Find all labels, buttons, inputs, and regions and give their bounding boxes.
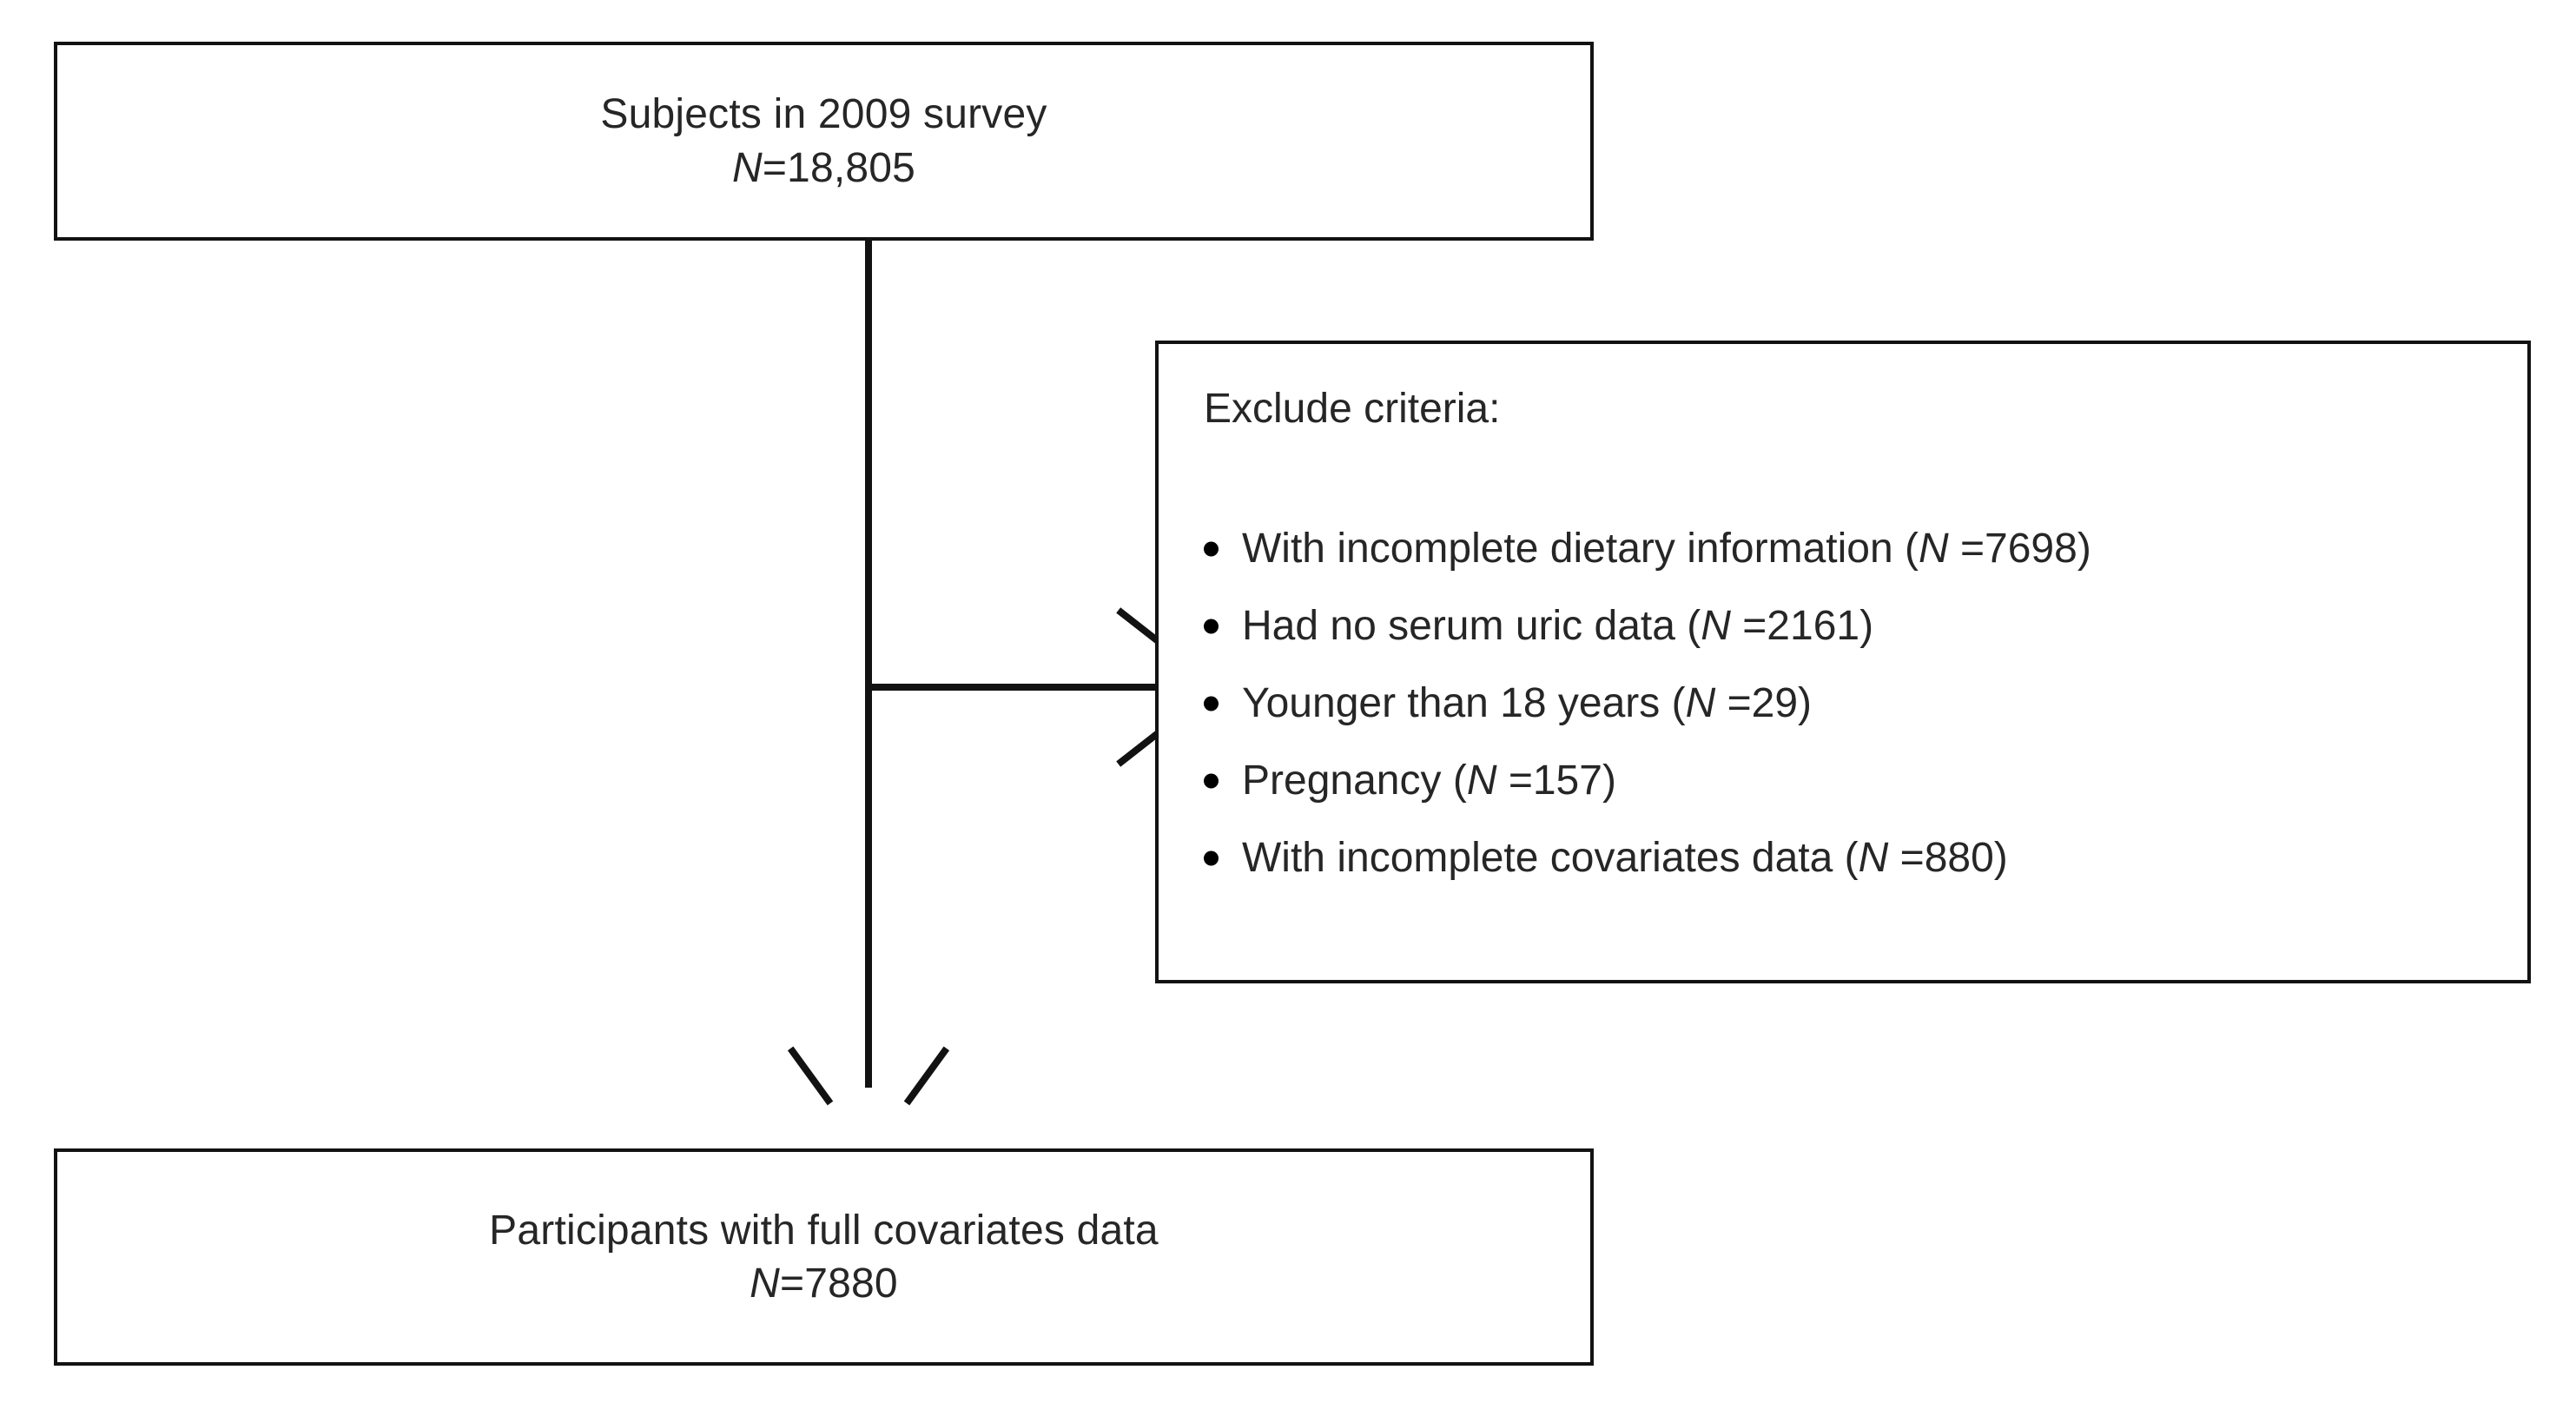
top-box-count: N=18,805 <box>732 142 915 195</box>
top-box-title: Subjects in 2009 survey <box>600 91 1047 138</box>
list-item: With incomplete dietary information (N =… <box>1204 525 2527 572</box>
arrowhead-down-icon <box>903 1046 950 1106</box>
exclude-item-n-label: N <box>1701 602 1731 649</box>
exclude-item-n-value: 157 <box>1532 757 1602 804</box>
top-box-n-label: N <box>731 144 763 191</box>
top-box-count-value: 18,805 <box>787 144 916 191</box>
exclude-item-n-label: N <box>1466 757 1497 804</box>
exclude-item-text: With incomplete dietary information <box>1242 525 1893 572</box>
list-item: Had no serum uric data (N =2161) <box>1204 602 2527 649</box>
exclude-item-paren-close: ) <box>1602 757 1616 804</box>
list-item: With incomplete covariates data (N =880) <box>1204 837 2527 879</box>
bottom-box-separator: = <box>780 1261 805 1307</box>
exclude-item-text: Pregnancy <box>1242 757 1442 804</box>
exclude-item-eq: = <box>1730 602 1767 649</box>
exclude-item-text: Had no serum uric data <box>1242 602 1675 649</box>
arrowhead-down-icon <box>787 1046 834 1106</box>
exclude-item-n-value: 2161 <box>1767 602 1860 649</box>
bottom-box-count-value: 7880 <box>804 1261 898 1307</box>
bullet-icon <box>1204 696 1219 711</box>
bullet-icon <box>1204 619 1219 634</box>
connector-horizontal-branch <box>869 684 1155 691</box>
bullet-icon <box>1204 541 1219 557</box>
bottom-box-n-label: N <box>750 1261 781 1307</box>
box-subjects-in-survey: Subjects in 2009 survey N=18,805 <box>54 42 1594 241</box>
exclude-item-paren-open: ( <box>1660 679 1686 726</box>
exclude-item-eq: = <box>1715 679 1752 726</box>
exclude-item-paren-open: ( <box>1833 834 1859 881</box>
exclude-item-n-label: N <box>1685 679 1716 726</box>
box-exclude-criteria: Exclude criteria: With incomplete dietar… <box>1155 341 2531 983</box>
bullet-icon <box>1204 773 1219 789</box>
exclude-item-n-value: 29 <box>1751 679 1799 726</box>
top-box-separator: = <box>762 144 788 191</box>
exclude-item-n-label: N <box>1858 834 1889 881</box>
list-item: Younger than 18 years (N =29) <box>1204 679 2527 726</box>
exclude-item-paren-close: ) <box>1798 679 1813 726</box>
bottom-box-title: Participants with full covariates data <box>489 1207 1159 1254</box>
box-participants-full-covariates: Participants with full covariates data N… <box>54 1148 1594 1366</box>
exclude-item-text: With incomplete covariates data <box>1242 834 1833 881</box>
exclude-criteria-heading: Exclude criteria: <box>1204 386 1501 432</box>
exclude-criteria-list: With incomplete dietary information (N =… <box>1204 525 2527 879</box>
exclude-item-n-value: 880 <box>1924 834 1994 881</box>
exclude-item-paren-close: ) <box>1859 602 1874 649</box>
exclude-item-paren-close: ) <box>1993 834 2008 881</box>
list-item: Pregnancy (N =157) <box>1204 757 2527 804</box>
exclude-item-n-value: 7698 <box>1985 525 2077 572</box>
exclude-item-paren-close: ) <box>2077 525 2091 572</box>
exclude-item-eq: = <box>1948 525 1985 572</box>
exclude-item-eq: = <box>1888 834 1925 881</box>
bottom-box-count: N=7880 <box>750 1257 898 1310</box>
exclude-item-eq: = <box>1496 757 1533 804</box>
bullet-icon <box>1204 850 1219 866</box>
connector-vertical-stem <box>865 241 872 1088</box>
exclude-item-paren-open: ( <box>1892 525 1919 572</box>
exclude-item-n-label: N <box>1918 525 1949 572</box>
exclude-item-paren-open: ( <box>1441 757 1467 804</box>
exclude-item-text: Younger than 18 years <box>1242 679 1661 726</box>
exclude-item-paren-open: ( <box>1674 602 1701 649</box>
